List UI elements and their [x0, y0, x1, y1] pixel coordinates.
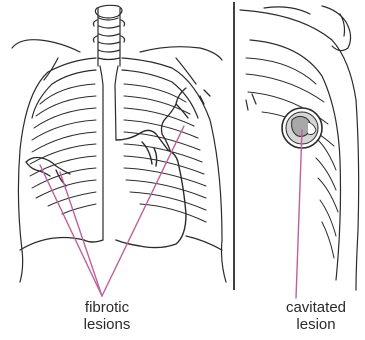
heart-outline — [84, 130, 186, 247]
cavitated-label-line1: cavitated — [276, 299, 356, 316]
right-upper-lesion — [162, 88, 211, 150]
right-ribs — [124, 84, 206, 222]
fibrotic-label-line1: fibrotic — [62, 299, 152, 316]
lateral-ribs — [246, 58, 338, 258]
thoracic-cage — [12, 40, 226, 282]
spine — [93, 5, 124, 240]
frontal-chest-view — [12, 5, 226, 282]
cavitated-lesion-label: cavitated lesion — [276, 299, 356, 333]
fibrotic-label-line2: lesions — [62, 316, 152, 333]
cavitated-pointer-line — [296, 130, 302, 298]
fibrotic-lesions-label: fibrotic lesions — [62, 299, 152, 333]
left-ribs — [30, 84, 96, 214]
cavitated-label-line2: lesion — [276, 316, 356, 333]
fibrotic-pointer-lines — [40, 126, 184, 296]
diaphragm — [20, 236, 222, 250]
